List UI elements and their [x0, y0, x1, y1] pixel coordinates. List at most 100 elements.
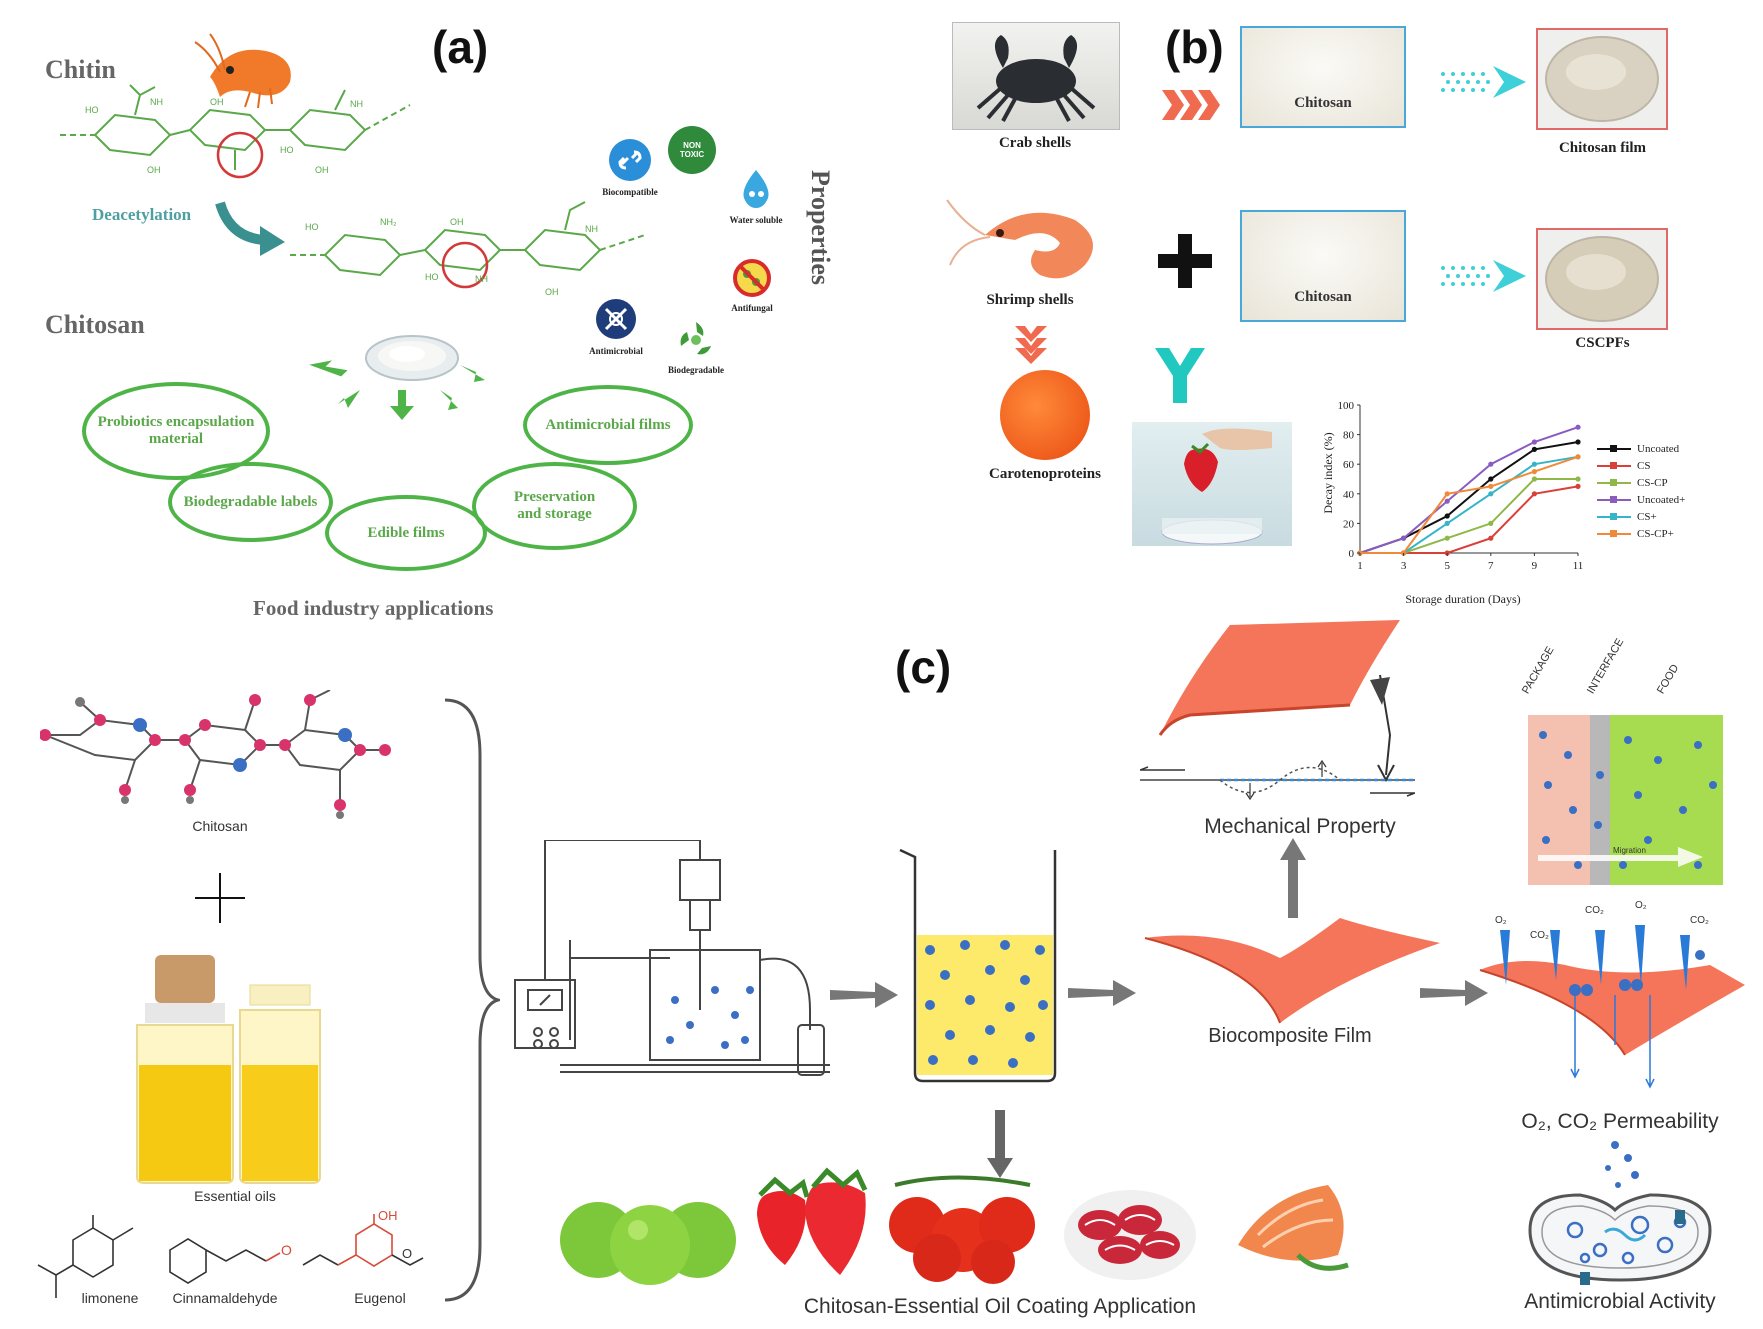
legend-item-4: CS+ [1597, 508, 1685, 525]
chart-xtick-label: 1 [1357, 560, 1363, 572]
panel-b-letter: (b) [1165, 21, 1224, 73]
tension-diagram [1140, 759, 1415, 801]
app-probiotics-label: Probiotics encapsulation material [97, 414, 255, 447]
app-antimicrobial-films-ellipse: Antimicrobial films [523, 385, 693, 465]
chitosan-powder-photo-2: Chitosan [1240, 210, 1406, 322]
chitin-title: Chitin [45, 55, 116, 84]
chart-point [1444, 513, 1450, 519]
shrimp-shells-label: Shrimp shells [986, 292, 1074, 308]
gas-co2-label-3: CO₂ [1530, 930, 1549, 941]
gas-co2-label-1: CO₂ [1585, 905, 1604, 916]
plus-icon-c [195, 873, 245, 923]
film-dish-icon [1545, 36, 1659, 122]
antimicrobial-label: Antimicrobial [589, 346, 643, 356]
svg-text:NH: NH [150, 97, 163, 107]
chart-point [1531, 476, 1537, 482]
svg-text:HO: HO [280, 145, 294, 155]
chart-xtick-label: 7 [1488, 560, 1494, 572]
legend-item-3: Uncoated+ [1597, 491, 1685, 508]
carotenoproteins-label: Carotenoproteins [989, 466, 1101, 482]
gas-o2-label-2: O₂ [1635, 900, 1647, 911]
chart-point [1401, 535, 1407, 541]
chart-series-line-3 [1359, 426, 1579, 554]
legend-label: CS-CP [1637, 476, 1668, 489]
cscpfs-label: CSCPFs [1575, 335, 1630, 351]
strawberry-dip-photo [1132, 422, 1292, 546]
chart-ytick-label: 40 [1343, 489, 1355, 501]
biocompatible-badge: Biocompatible [590, 138, 670, 197]
chart-ytick-label: 100 [1338, 400, 1355, 412]
cinnamaldehyde-structure: O [169, 1238, 292, 1284]
chart-point [1575, 483, 1581, 489]
chart-point [1488, 535, 1494, 541]
non-toxic-label: NON TOXIC [679, 141, 705, 159]
interface-label: INTERFACE [1585, 636, 1627, 696]
svg-text:HO: HO [425, 272, 439, 282]
chart-ytick-label: 80 [1343, 430, 1355, 442]
gas-co2-label-2: CO₂ [1690, 915, 1709, 926]
biocomposite-film-label: Biocomposite Film [1208, 1025, 1372, 1047]
permeability-label: O₂, CO₂ Permeability [1521, 1110, 1719, 1133]
svg-text:NH: NH [585, 224, 598, 234]
migration-particles [1538, 731, 1717, 869]
chart-point [1531, 461, 1537, 467]
tomatoes [889, 1175, 1035, 1284]
grey-down-arrow-icon [987, 1110, 1013, 1178]
salmon [1238, 1185, 1349, 1271]
strawberry-dip-icon [1161, 428, 1272, 545]
chart-series-line-4 [1360, 455, 1579, 554]
chart-point [1444, 535, 1450, 541]
antifungal-label: Antifungal [731, 303, 773, 313]
no-fungus-icon [733, 259, 771, 297]
chart-xlabel: Storage duration (Days) [1405, 592, 1520, 606]
chart-ytick-label: 60 [1343, 459, 1355, 471]
eugenol-structure: OH O [302, 1210, 424, 1267]
legend-label: CS+ [1637, 510, 1657, 523]
chitosan-powder-photo-1: Chitosan [1240, 26, 1406, 128]
chart-point [1531, 439, 1537, 445]
water-drop-icon [743, 170, 769, 208]
chitosan-powder-label-2: Chitosan [1294, 289, 1352, 305]
shrimp-icon [194, 33, 291, 109]
app-preservation-ellipse: Preservation and storage [472, 462, 637, 550]
legend-label: Uncoated [1637, 442, 1680, 455]
chart-point [1488, 461, 1494, 467]
limonene-structure [37, 1215, 134, 1298]
chart-xtick-label: 11 [1573, 560, 1584, 572]
application-arrows [309, 360, 485, 420]
antimicrobial-badge: Antimicrobial [580, 297, 652, 356]
migration-label: Migration [1613, 846, 1646, 855]
migration-diagram: Migration [1528, 715, 1723, 885]
chart-xtick-label: 5 [1444, 560, 1450, 572]
chart-ylabel: Decay index (%) [1321, 432, 1335, 513]
deacetylation-arrow-icon [215, 201, 285, 256]
svg-text:OH: OH [378, 1210, 398, 1223]
green-apples [560, 1202, 736, 1285]
panel-c-letter: (c) [895, 641, 952, 693]
gas-o2-label-1: O₂ [1495, 915, 1507, 926]
antifungal-badge: Antifungal [720, 258, 784, 313]
chart-point [1444, 498, 1450, 504]
coating-application-label: Chitosan-Essential Oil Coating Applicati… [803, 1295, 1197, 1318]
grey-arrow-icon-1 [830, 982, 898, 1008]
svg-text:NH: NH [350, 99, 363, 109]
app-antimicrobial-films-label: Antimicrobial films [545, 416, 671, 433]
water-soluble-badge: Water soluble [720, 168, 792, 225]
app-edible-films-label: Edible films [367, 524, 445, 541]
chart-point [1531, 469, 1537, 475]
app-probiotics-ellipse: Probiotics encapsulation material [82, 382, 270, 480]
app-biodegradable-labels-ellipse: Biodegradable labels [168, 462, 333, 542]
legend-swatch [1597, 512, 1631, 520]
crab-photo [952, 22, 1120, 130]
svg-text:HO: HO [85, 105, 99, 115]
red-chevron-arrow-icon [1162, 90, 1220, 120]
biodegradable-badge: Biodegradable [660, 318, 732, 375]
chart-point [1575, 454, 1581, 460]
ultrasonic-apparatus [514, 840, 830, 1076]
water-soluble-label: Water soluble [729, 215, 783, 225]
permeability-film [1479, 925, 1745, 1089]
teal-dotted-arrow-icon-1 [1441, 66, 1526, 98]
legend-swatch [1597, 444, 1631, 452]
